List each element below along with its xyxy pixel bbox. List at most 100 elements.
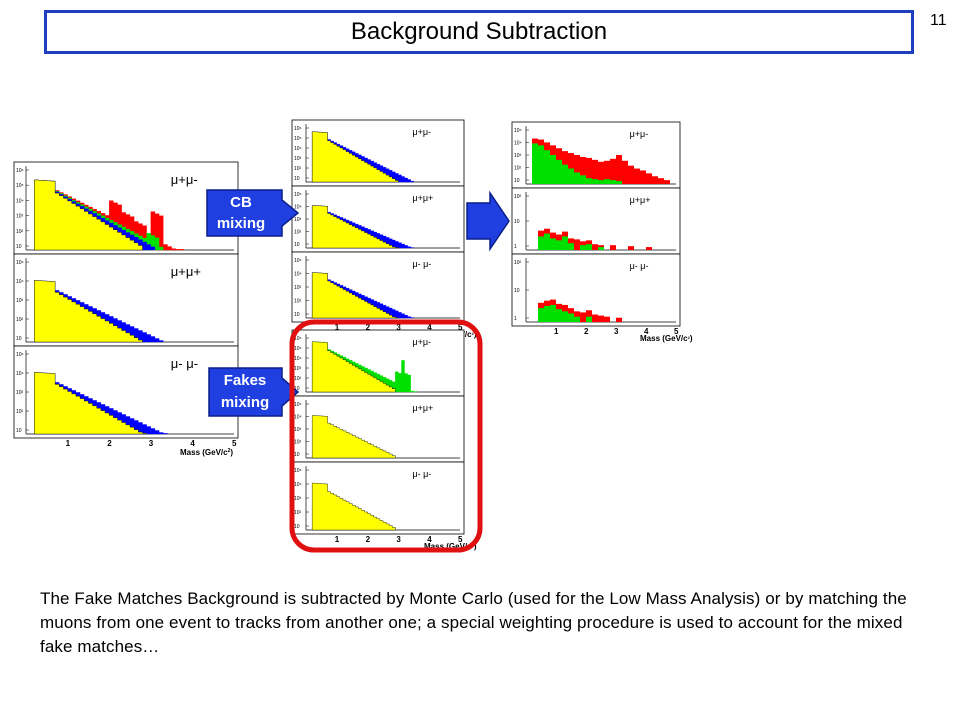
- area-yellow-series: [34, 179, 143, 251]
- bar-red: [592, 314, 598, 322]
- x-tick-label: 2: [584, 327, 589, 336]
- panel-frame: [511, 187, 681, 255]
- y-tick-label: 10: [294, 242, 300, 248]
- bar-red: [646, 247, 652, 250]
- bar-red: [604, 160, 610, 184]
- panel-label: μ+μ+: [412, 193, 433, 203]
- y-tick-label: 10⁴: [16, 371, 24, 377]
- x-axis-label-close: ): [474, 542, 477, 551]
- y-tick-label: 10: [294, 176, 300, 182]
- slide-title-box: Background Subtraction: [44, 10, 914, 54]
- panel-label: μ- μ-: [171, 356, 198, 371]
- panel-label: μ+μ+: [171, 264, 201, 279]
- x-axis-label-sup: 2: [228, 448, 231, 454]
- area-yellow-series: [34, 280, 143, 343]
- bar-red: [580, 156, 586, 184]
- x-tick-label: 2: [107, 439, 112, 448]
- x-axis-label: Mass (GeV/c2): [180, 448, 233, 457]
- plot-group: 10⁶10⁵10⁴10³10²10μ+μ-10⁵10⁴10³10²10μ+μ+1…: [13, 119, 693, 551]
- bar-green: [580, 175, 586, 184]
- x-tick-label: 4: [427, 535, 432, 544]
- bar-green: [598, 180, 604, 184]
- bar-green: [544, 233, 550, 250]
- y-tick-label: 10⁵: [16, 260, 24, 266]
- x-axis-label-close: ): [690, 334, 693, 343]
- y-tick-label: 10⁵: [16, 352, 24, 358]
- fakes-mixing-label-1: Fakes: [224, 372, 267, 389]
- bar-red: [646, 173, 652, 184]
- y-tick-label: 10⁴: [16, 279, 24, 285]
- bar-green: [556, 309, 562, 322]
- y-tick-label: 10⁵: [294, 258, 302, 264]
- y-tick-label: 10⁵: [16, 183, 24, 189]
- y-tick-label: 10³: [294, 156, 302, 162]
- y-tick-label: 10⁴: [294, 272, 302, 278]
- bar-green: [538, 145, 544, 184]
- y-tick-label: 10³: [16, 298, 24, 304]
- page-number: 11: [930, 12, 947, 29]
- y-tick-label: 10²: [16, 317, 24, 323]
- cb-mixing-label-2: mixing: [217, 215, 265, 232]
- bar-green: [604, 179, 610, 184]
- fakes-mixing-arrow: Fakes mixing: [208, 367, 300, 417]
- y-tick-label: 10: [514, 219, 520, 225]
- bar-green: [616, 181, 622, 184]
- x-tick-label: 1: [66, 439, 71, 448]
- y-tick-label: 10²: [294, 166, 302, 172]
- bar-green: [598, 247, 604, 250]
- y-tick-label: 10⁴: [294, 482, 302, 488]
- x-tick-label: 3: [396, 323, 401, 332]
- bar-green: [568, 313, 574, 322]
- result-arrow: [466, 190, 510, 252]
- x-tick-label: 2: [366, 323, 371, 332]
- x-tick-label: 3: [149, 439, 154, 448]
- bar-red: [622, 160, 628, 184]
- bar-green: [586, 316, 592, 322]
- bar-red: [568, 153, 574, 184]
- x-tick-label: 5: [458, 535, 463, 544]
- fakes-mixing-label-2: mixing: [221, 394, 269, 411]
- bar-green: [550, 238, 556, 250]
- x-tick-label: 5: [674, 327, 679, 336]
- bar-green: [562, 164, 568, 184]
- bar-red: [616, 317, 622, 322]
- bar-red: [598, 161, 604, 184]
- x-tick-label: 2: [366, 535, 371, 544]
- y-tick-label: 10⁵: [294, 136, 302, 142]
- y-tick-label: 10³: [514, 153, 522, 159]
- bar-green: [532, 143, 538, 184]
- bar-red: [616, 155, 622, 184]
- chart-left: 10⁶10⁵10⁴10³10²10μ+μ-10⁵10⁴10³10²10μ+μ+1…: [13, 161, 239, 457]
- bar-green: [574, 172, 580, 184]
- y-tick-label: 10²: [294, 376, 302, 382]
- bar-red: [574, 155, 580, 184]
- x-tick-label: 5: [458, 323, 463, 332]
- y-tick-label: 10: [514, 288, 520, 294]
- x-tick-label: 4: [644, 327, 649, 336]
- area-yellow-series: [311, 482, 396, 531]
- bar-red: [586, 310, 592, 322]
- y-tick-label: 10²: [514, 260, 522, 266]
- bar-green: [538, 308, 544, 322]
- x-tick-label: 1: [554, 327, 559, 336]
- bar-green: [568, 168, 574, 184]
- y-tick-label: 10²: [16, 409, 24, 415]
- y-tick-label: 10⁵: [294, 402, 302, 408]
- bar-red: [604, 316, 610, 322]
- panel-label: μ- μ-: [412, 259, 431, 269]
- y-tick-label: 10²: [294, 299, 302, 305]
- y-tick-label: 10³: [294, 496, 302, 502]
- x-tick-label: 1: [335, 323, 340, 332]
- bar-green: [550, 155, 556, 184]
- bar-red: [640, 170, 646, 184]
- area-yellow-series: [311, 415, 396, 459]
- bar-green: [550, 304, 556, 322]
